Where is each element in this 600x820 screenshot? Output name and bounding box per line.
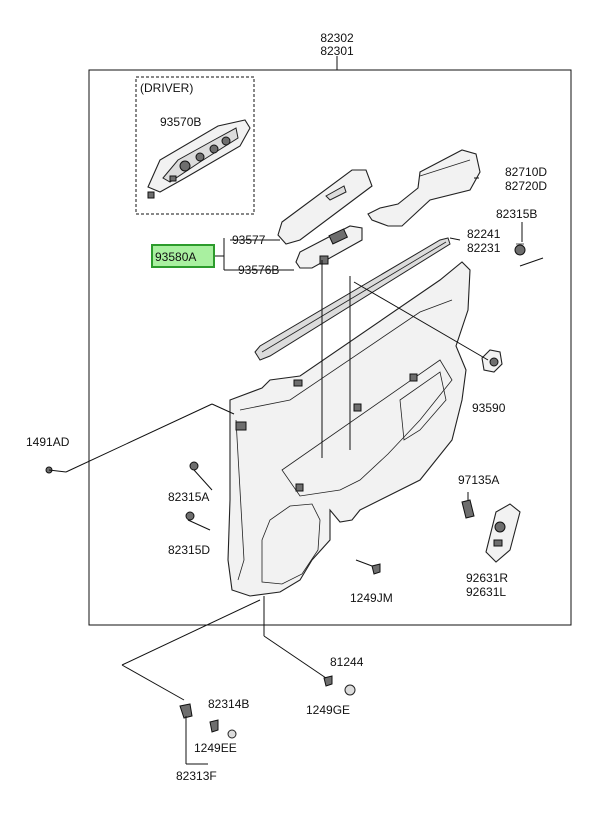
label-82315B: 82315B (496, 207, 537, 221)
highlight-box[interactable] (151, 244, 215, 268)
label-93570B: 93570B (160, 115, 201, 129)
weatherstrip-illustration (254, 237, 451, 361)
label-82313F: 82313F (176, 769, 217, 783)
label-92631R: 92631R (466, 571, 508, 585)
label-82231: 82231 (467, 241, 501, 255)
right-switch-illustration (481, 349, 503, 373)
label-1249EE: 1249EE (194, 741, 237, 755)
label-97135A: 97135A (458, 473, 499, 487)
label-93577: 93577 (232, 233, 266, 247)
label-82315A: 82315A (168, 490, 209, 504)
leader-lines (48, 177, 544, 765)
small-switch-illustration (295, 225, 363, 269)
power-window-switch-illustration (147, 119, 251, 199)
label-driver: (DRIVER) (140, 81, 193, 95)
label-82710D: 82710D (505, 165, 547, 179)
label-93576B: 93576B (238, 263, 279, 277)
assembly-frame (88, 69, 572, 626)
label-82301: 82301 (320, 44, 354, 58)
upper-trim-garnish-illustration (367, 149, 481, 227)
door-trim-panel-illustration (227, 261, 471, 597)
label-81244: 81244 (330, 655, 364, 669)
label-82315D: 82315D (168, 543, 210, 557)
speaker-grille-illustration (461, 499, 521, 563)
label-1249JM: 1249JM (350, 591, 393, 605)
switch-cover-illustration (277, 169, 373, 245)
clip-82315B-illustration (514, 243, 526, 256)
label-82314B: 82314B (208, 697, 249, 711)
label-93590: 93590 (472, 401, 506, 415)
bottom-hardware-illustration (179, 563, 381, 739)
driver-box (135, 76, 255, 215)
label-1249GE: 1249GE (306, 703, 350, 717)
label-92631L: 92631L (466, 585, 506, 599)
label-82302: 82302 (320, 31, 354, 45)
label-82241: 82241 (467, 227, 501, 241)
label-82720D: 82720D (505, 179, 547, 193)
label-1491AD: 1491AD (26, 435, 70, 449)
label-93580A[interactable]: 93580A (155, 250, 196, 264)
left-fasteners-illustration (45, 461, 199, 521)
